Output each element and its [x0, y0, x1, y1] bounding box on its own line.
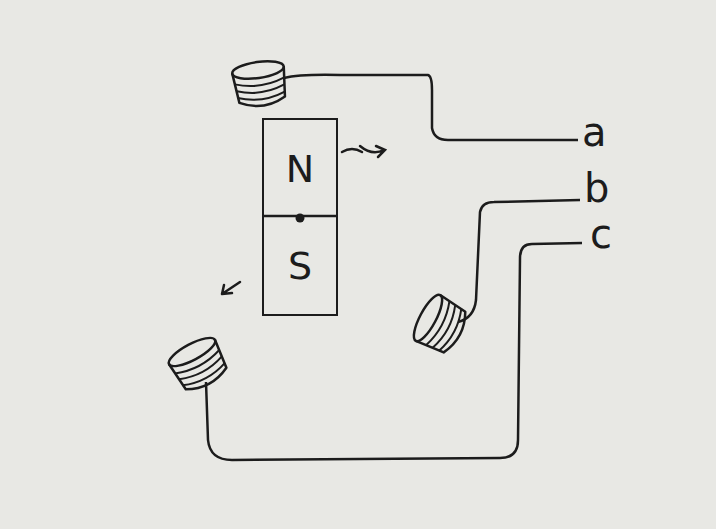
- rotation-arrow: [342, 146, 385, 157]
- terminal-label: b: [584, 168, 609, 208]
- bar-magnet: NS: [262, 118, 338, 316]
- terminal-label: a: [582, 112, 607, 152]
- terminal-label: c: [590, 214, 612, 254]
- pole-label: S: [264, 217, 336, 314]
- pivot-dot: [296, 214, 305, 223]
- rotation-arrow: [222, 282, 240, 294]
- coil-top: [231, 58, 289, 109]
- pole-label: N: [264, 120, 336, 217]
- coil-right: [409, 291, 472, 358]
- coil-left: [165, 333, 232, 396]
- wire-a: [284, 75, 578, 140]
